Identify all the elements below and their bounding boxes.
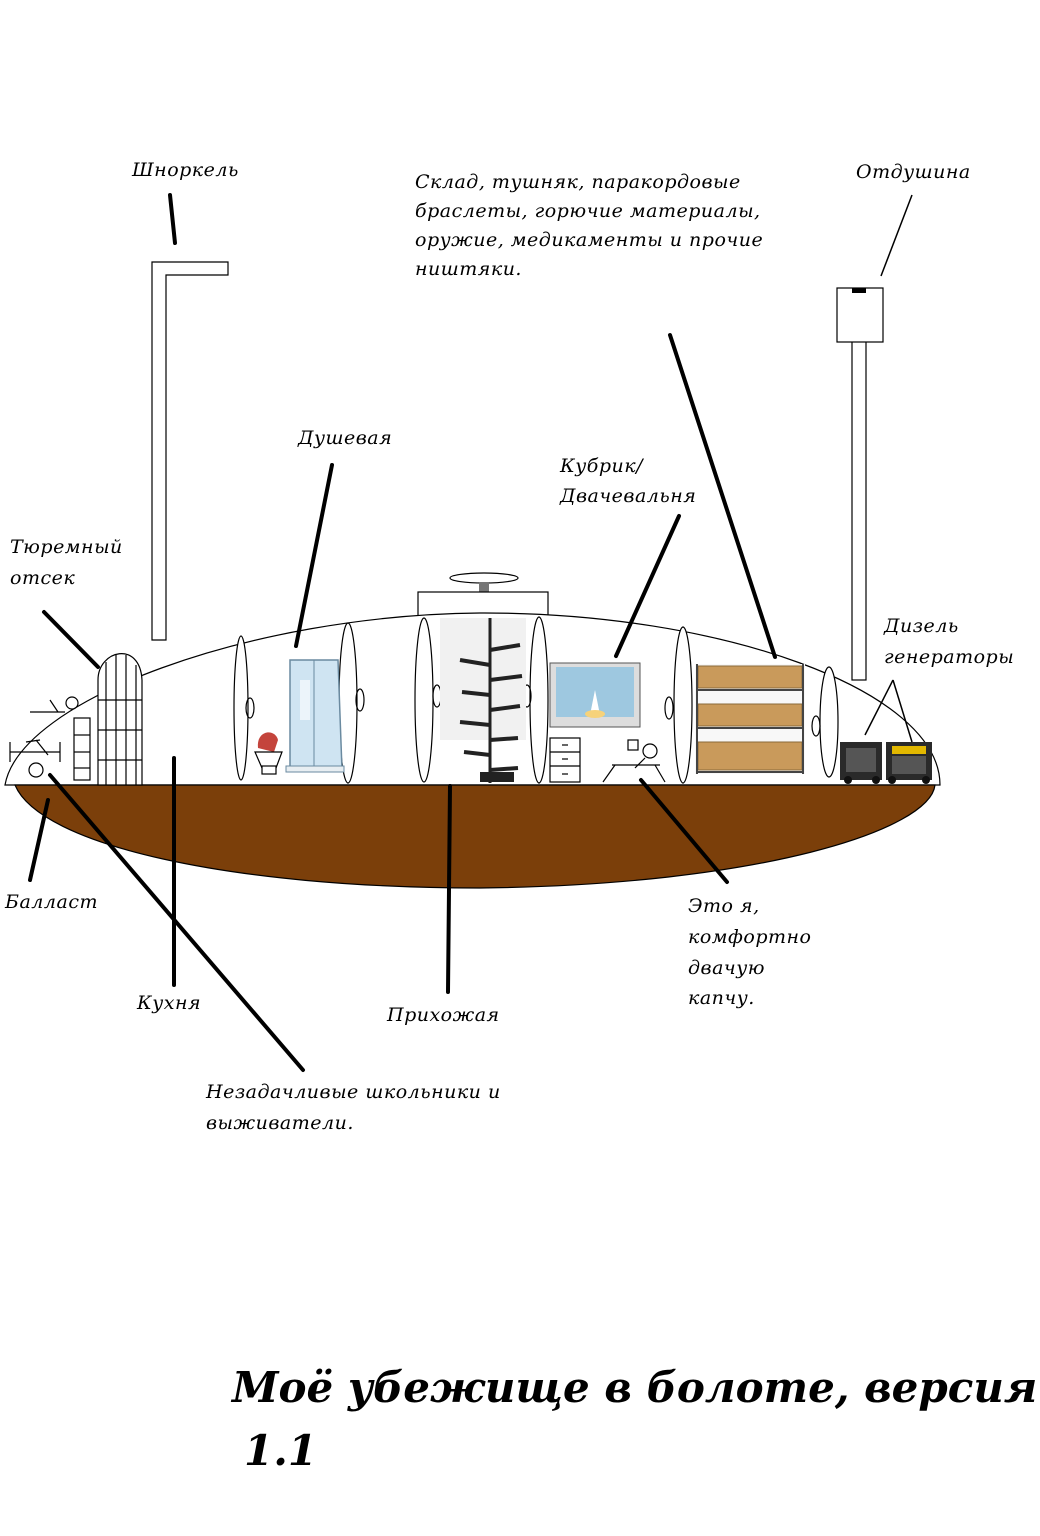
leader-lines xyxy=(28,193,913,1072)
storage-racks xyxy=(695,664,805,774)
snorkel-pipe xyxy=(151,261,229,641)
shower-cabin xyxy=(285,659,345,773)
diesel-generators xyxy=(840,742,932,784)
label-prisoners-line-2: выживатели. xyxy=(206,1112,354,1134)
label-me-line-2: комфортно xyxy=(688,926,811,948)
spiral-staircase xyxy=(440,618,526,783)
label-kitchen: Кухня xyxy=(136,992,201,1014)
bulkhead-door-6 xyxy=(811,666,839,778)
bulkhead-door-1 xyxy=(233,635,255,781)
label-prisoners-line-1: Незадачливые школьники и xyxy=(205,1081,501,1103)
ballast-hull xyxy=(14,784,936,889)
diagram-title-line-1: Моё убежище в болоте, версия xyxy=(230,1363,1037,1412)
label-me-line-3: двачую xyxy=(688,957,765,979)
label-storage-line-3: оружие, медикаменты и прочие xyxy=(415,229,763,251)
label-storage-line-4: ништяки. xyxy=(415,258,522,280)
label-quarters-line-2: Двачевальня xyxy=(559,485,696,507)
tv-screen xyxy=(549,662,641,728)
bulkhead-door-4 xyxy=(522,616,549,784)
bulkhead-door-3 xyxy=(414,617,442,783)
label-me-line-1: Это я, xyxy=(688,895,760,917)
label-prison-line-1: Тюремный xyxy=(10,536,123,558)
prison-cell-door xyxy=(97,653,143,786)
drawer-cabinet xyxy=(549,737,581,783)
vent-pipe xyxy=(836,287,884,681)
me-at-desk xyxy=(602,739,666,783)
label-snorkel: Шноркель xyxy=(131,159,239,181)
label-storage-line-1: Склад, тушняк, паракордовые xyxy=(415,171,741,193)
bulkhead-door-5 xyxy=(664,626,693,784)
label-shower: Душевая xyxy=(297,427,392,449)
label-hallway: Прихожая xyxy=(386,1004,500,1026)
label-storage-line-2: браслеты, горючие материалы, xyxy=(415,200,761,222)
entry-hatch xyxy=(417,572,549,617)
diagram-title-line-2: 1.1 xyxy=(244,1426,317,1475)
label-diesel-line-2: генераторы xyxy=(884,646,1014,668)
label-me-line-4: капчу. xyxy=(688,987,755,1009)
bulkhead-door-2 xyxy=(338,622,365,784)
prison-compartment xyxy=(9,696,91,781)
label-vent: Отдушина xyxy=(856,161,971,183)
toilet xyxy=(254,732,283,775)
label-ballast: Балласт xyxy=(4,891,98,913)
label-quarters-line-1: Кубрик/ xyxy=(559,455,644,477)
label-prison-line-2: отсек xyxy=(10,567,75,589)
label-diesel-line-1: Дизель xyxy=(883,615,959,637)
